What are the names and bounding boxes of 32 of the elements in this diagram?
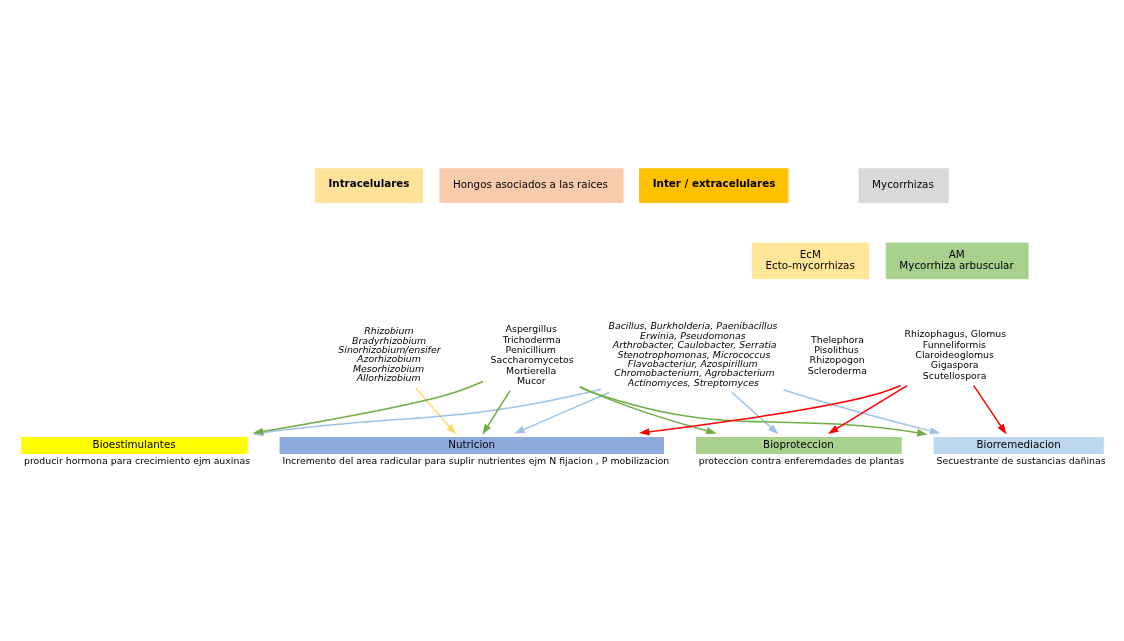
arrow bbox=[579, 386, 928, 436]
node-box: Intracelulares bbox=[314, 167, 423, 203]
node-box: Mycorrhizas bbox=[858, 167, 949, 203]
node-box: Bioproteccion bbox=[695, 436, 902, 454]
node-box: Nutricion bbox=[279, 436, 664, 454]
node-text: Rhizobium Bradyrhizobium Sinorhizobium/ensifer Azorhizobium Mesorhizobium Allorhizobium bbox=[338, 324, 441, 383]
arrow bbox=[579, 385, 717, 434]
label: Rhizopogon bbox=[809, 353, 865, 365]
label: Scleroderma bbox=[807, 364, 867, 376]
label: Pisolithus bbox=[814, 343, 859, 355]
node-box: AM Mycorrhiza arbuscular bbox=[885, 242, 1029, 279]
node-label: Secuestrante de sustancias dañinas bbox=[936, 454, 1106, 466]
label: Thelephora bbox=[811, 333, 865, 345]
arrow bbox=[638, 384, 902, 435]
node-box: EcM Ecto-mycorrhizas bbox=[751, 242, 870, 279]
node-label: producir hormona para crecimiento ejm auxinas bbox=[23, 454, 251, 466]
node-text: Rhizophagus, Glomus Funneliformis Claroideoglomus Gigaspora Scutellospora bbox=[904, 327, 1007, 381]
arrow bbox=[782, 388, 941, 434]
arrow bbox=[731, 391, 779, 434]
node-text: Aspergillus Trichoderma Penicillium Saccharomycetos Mortierella Mucor bbox=[490, 322, 574, 386]
arrow bbox=[514, 391, 611, 434]
arrow bbox=[827, 384, 908, 434]
node-box: Hongos asociados a las raices bbox=[439, 167, 624, 203]
arrow bbox=[482, 389, 511, 435]
node-label: Incremento del area radicular para suplir nutrientes ejm N fijacion , P mobilizacion bbox=[282, 454, 670, 466]
node-box: Biorremediacion bbox=[933, 436, 1104, 454]
node-box: Bioestimulantes bbox=[21, 436, 248, 454]
node-label: proteccion contra enferemdades de plantas bbox=[698, 454, 905, 466]
arrow bbox=[972, 384, 1007, 435]
node-text: Bacillus, Burkholderia, Paenibacillus Erwinia, Pseudomonas Arthrobacter, Caulobacter, Serratia Stenotrophomonas, Micrococcus Flavobacteriur, Azospirillum Chromobacterium, Agrobacterium Actinomyces, Streptomyces bbox=[608, 319, 778, 388]
arrow bbox=[414, 386, 457, 434]
node-box: Inter / extracelulares bbox=[639, 167, 789, 203]
